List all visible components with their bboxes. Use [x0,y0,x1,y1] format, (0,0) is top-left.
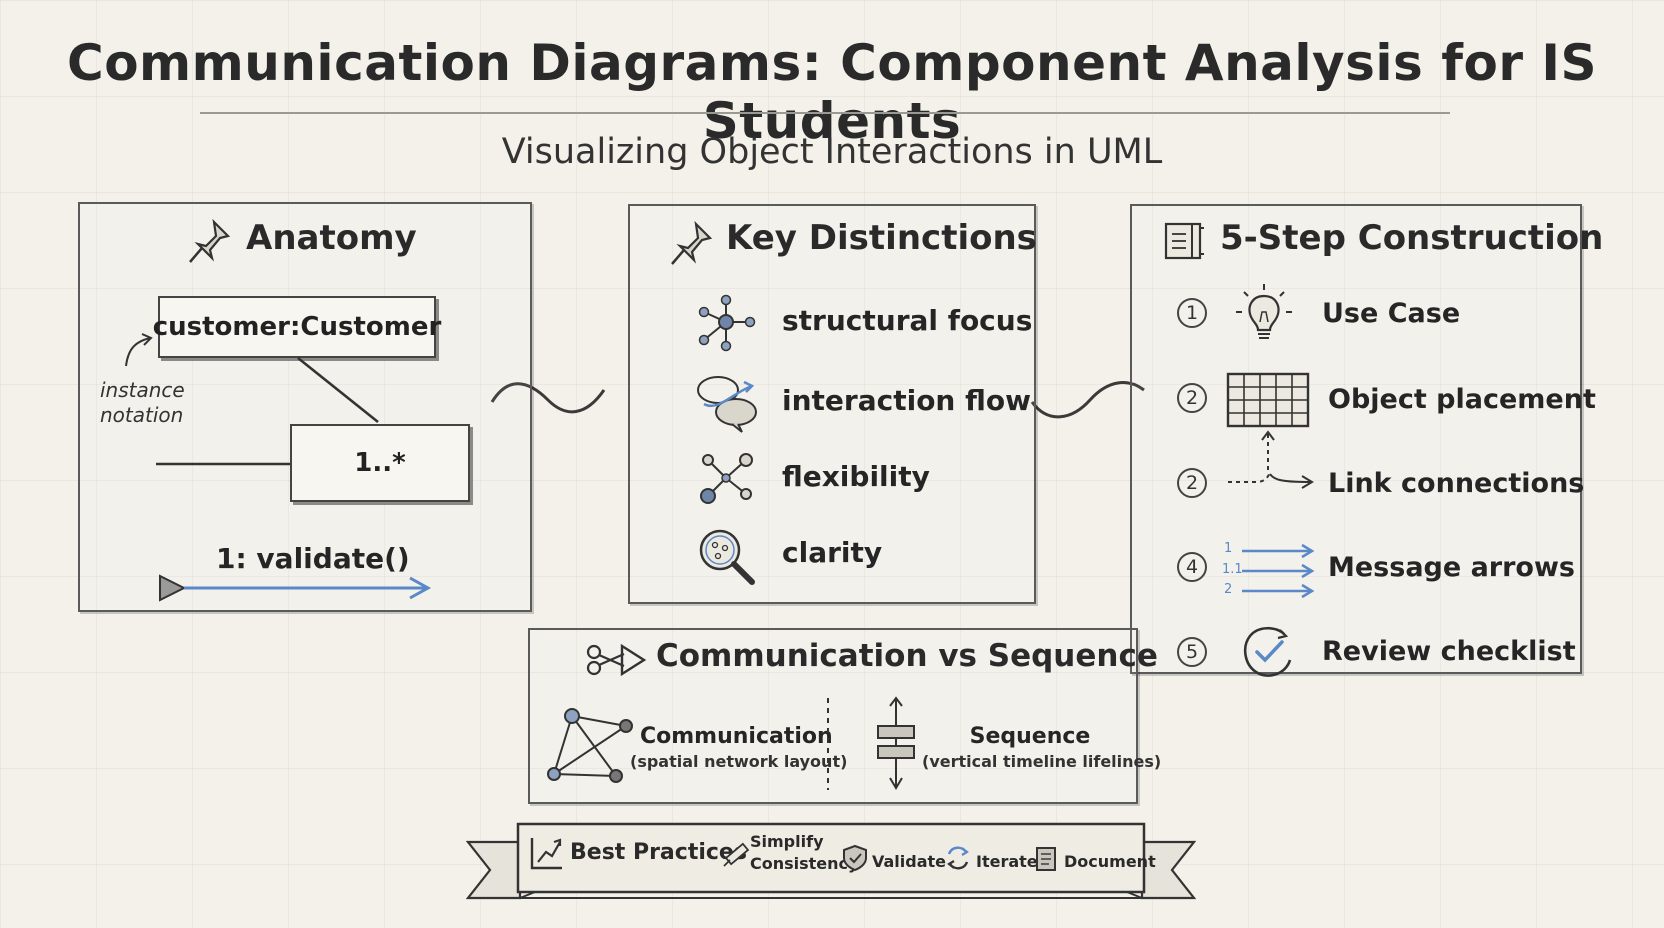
title-underline [200,112,1450,114]
step-label-review-checklist: Review checklist [1322,636,1576,667]
step-number-3: 2 [1177,468,1207,498]
step-label-object-placement: Object placement [1328,384,1596,415]
practice-iterate: Iterate [976,852,1038,871]
construction-panel [1130,204,1582,674]
practice-document: Document [1064,852,1156,871]
distinction-item-structural-focus: structural focus [782,304,1033,337]
network-diagram-icon [547,708,633,783]
lightbulb-icon [1236,284,1292,339]
check-circle-icon [1243,626,1292,677]
step-number-2: 2 [1177,383,1207,413]
document-icon [1036,847,1056,871]
distinctions-panel [628,204,1036,604]
practice-consistency: Consistency [750,854,859,873]
refresh-icon [947,846,969,870]
construction-heading: 5-Step Construction [1220,218,1604,258]
step-label-link-connections: Link connections [1328,468,1585,499]
practice-simplify: Simplify [750,832,824,851]
growth-chart-icon [530,838,562,870]
speech-bubbles-icon [697,376,757,433]
arrow-number-2: 2 [1224,582,1233,597]
practice-validate: Validate [872,852,947,871]
numbered-arrows-icon [1242,543,1315,599]
page-title: Communication Diagrams: Component Analys… [67,34,1597,150]
object-box: customer:Customer [153,296,441,358]
comparison-right-title: Sequence [969,724,1091,749]
distinction-item-interaction-flow: interaction flow [782,384,1031,417]
comparison-left-subtitle: (spatial network layout) [630,752,848,771]
multiplicity-box: 1..* [290,424,470,502]
notebook-icon [1164,222,1204,260]
ruler-pencil-icon [723,842,750,867]
step-label-use-case: Use Case [1322,298,1461,329]
anatomy-panel [78,202,532,612]
instance-note-line1: instance [100,378,185,402]
distinction-item-flexibility: flexibility [782,460,930,493]
page-subtitle: Visualizing Object Interactions in UML [501,132,1163,172]
step-number-1: 1 [1177,298,1207,328]
arrow-number-1-1: 1.1 [1222,562,1243,577]
dashed-link-arrow-icon [1228,430,1314,489]
comparison-heading: Communication vs Sequence [656,638,1158,674]
step-label-message-arrows: Message arrows [1328,552,1575,583]
magnifier-icon [699,529,755,585]
sequence-lifeline-icon [877,696,915,790]
anatomy-connectors [125,333,379,466]
brace-connector-right [1030,381,1145,419]
shield-icon [843,844,867,872]
instance-note-line2: notation [100,403,184,427]
message-label: 1: validate() [216,542,410,575]
best-practices-label: Best Practices [570,840,747,865]
comparison-divider [827,698,829,790]
pushpin-icon [189,218,231,263]
pushpin-icon [671,220,713,265]
comparison-right-subtitle: (vertical timeline lifelines) [922,752,1162,771]
scissors-arrow-icon [586,643,647,677]
comparison-left-title: Communication [640,724,833,749]
network-hub-icon [698,294,756,352]
step-number-4: 4 [1177,552,1207,582]
anatomy-heading: Anatomy [246,218,417,258]
distinction-item-clarity: clarity [782,536,883,569]
message-arrow [159,574,432,602]
grid-icon [1226,372,1310,428]
arrow-number-1: 1 [1224,541,1233,556]
comparison-panel [528,628,1138,804]
brace-connector-left [490,382,606,414]
distinctions-heading: Key Distinctions [726,218,1037,258]
step-number-5: 5 [1177,637,1207,667]
node-graph-icon [700,453,753,504]
